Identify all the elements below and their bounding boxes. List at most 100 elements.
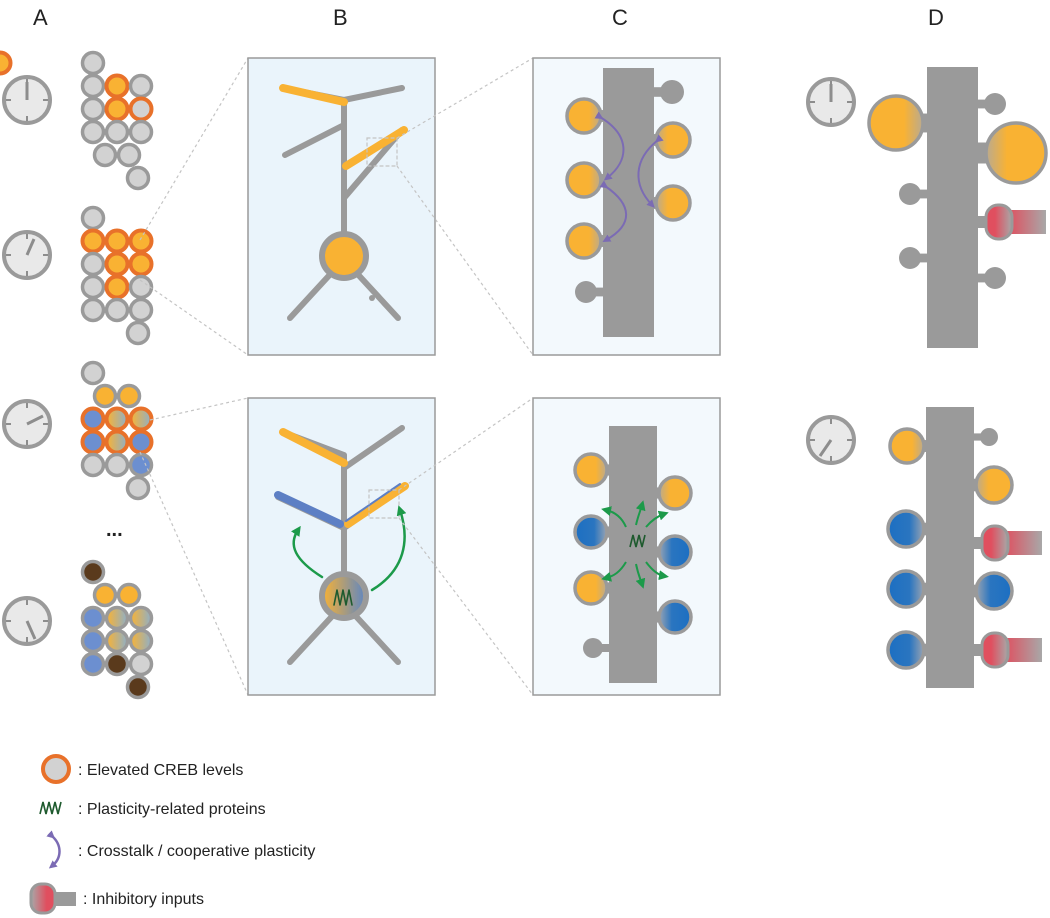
- cell: [128, 605, 154, 631]
- cell: [104, 605, 130, 631]
- cell: [80, 628, 106, 654]
- cell: [104, 452, 130, 478]
- panel-label-c: C: [612, 5, 628, 30]
- crosstalk-arrows: [594, 111, 664, 242]
- cell: [125, 165, 151, 191]
- potentiated-spine: [974, 571, 1014, 611]
- potentiated-spine: [886, 630, 926, 670]
- cell: [80, 205, 106, 231]
- potentiated-spine: [657, 534, 693, 570]
- potentiated-spine: [654, 121, 692, 159]
- creb-cell: [128, 228, 154, 254]
- potentiated-spine: [886, 569, 926, 609]
- silent-spine: [583, 638, 603, 658]
- inhibitory-input-icon: [29, 882, 57, 915]
- cell: [104, 119, 130, 145]
- inhibitory-terminal: [980, 524, 1010, 562]
- silent-spine: [980, 428, 998, 446]
- cell: [104, 297, 130, 323]
- creb-cell: [104, 429, 130, 455]
- creb-cell: [80, 429, 106, 455]
- cell: [125, 674, 151, 700]
- silent-spine: [899, 247, 921, 269]
- silent-spine: [899, 183, 921, 205]
- cell: [104, 628, 130, 654]
- potentiated-spine: [573, 452, 609, 488]
- legend-prp: : Plasticity-related proteins: [39, 801, 266, 818]
- legend-inhibitory-label: : Inhibitory inputs: [83, 891, 204, 908]
- cell: [80, 96, 106, 122]
- potentiated-spine: [573, 570, 609, 606]
- potentiated-spine: [974, 465, 1014, 505]
- creb-cell: [104, 73, 130, 99]
- panel-label-a: A: [33, 5, 48, 30]
- creb-cell: [128, 406, 154, 432]
- creb-cell-icon: [41, 754, 71, 784]
- potentiated-spine: [888, 427, 926, 465]
- clock-icon: [2, 230, 52, 280]
- creb-cell: [128, 429, 154, 455]
- clock-icon: [806, 415, 856, 465]
- cell: [125, 320, 151, 346]
- clock-icon: [2, 75, 52, 125]
- cell: [125, 475, 151, 501]
- potentiated-spine: [657, 599, 693, 635]
- potentiated-spine: [886, 509, 926, 549]
- dendrite-shaft: [603, 68, 654, 337]
- engram-cell-clusters: [0, 50, 154, 700]
- silent-spine: [984, 267, 1006, 289]
- cell: [80, 452, 106, 478]
- creb-cell: [104, 251, 130, 277]
- cell: [80, 297, 106, 323]
- cell: [92, 383, 118, 409]
- cell: [92, 582, 118, 608]
- creb-cell: [104, 228, 130, 254]
- silent-spine: [984, 93, 1006, 115]
- zoom-lines: [396, 57, 534, 696]
- potentiated-spine: [565, 161, 603, 199]
- potentiated-spine: [565, 222, 603, 260]
- zoom-lines: [139, 57, 249, 696]
- legend-creb: : Elevated CREB levels: [41, 754, 243, 784]
- legend-crosstalk-label: : Crosstalk / cooperative plasticity: [78, 843, 315, 860]
- inhibitory-terminal: [984, 203, 1014, 241]
- panel-label-b: B: [333, 5, 348, 30]
- cell: [128, 452, 154, 478]
- cell: [116, 142, 142, 168]
- silent-spine: [660, 80, 684, 104]
- ellipsis: ...: [106, 519, 123, 541]
- creb-cell: [80, 406, 106, 432]
- cell: [128, 651, 154, 677]
- plasticity-protein-arrows: [601, 500, 669, 589]
- potentiated-spine: [565, 97, 603, 135]
- potentiated-spine: [654, 184, 692, 222]
- cell: [128, 73, 154, 99]
- potentiated-spine: [573, 514, 609, 550]
- neuron-top: [279, 84, 408, 321]
- cell: [80, 559, 106, 585]
- dendrite-shaft: [927, 67, 978, 348]
- cell: [128, 628, 154, 654]
- clock-icon: [806, 77, 856, 127]
- legend-creb-label: : Elevated CREB levels: [78, 762, 243, 779]
- creb-cell: [80, 228, 106, 254]
- cell: [80, 119, 106, 145]
- cell: [128, 119, 154, 145]
- dendrite-shaft: [609, 426, 657, 683]
- legend: : Elevated CREB levels : Plasticity-rela…: [29, 754, 315, 915]
- panel-label-d: D: [928, 5, 944, 30]
- creb-cell: [104, 274, 130, 300]
- cell: [128, 297, 154, 323]
- cell: [80, 50, 106, 76]
- creb-cell: [104, 96, 130, 122]
- cell: [128, 274, 154, 300]
- inhibitory-terminal: [980, 631, 1010, 669]
- potentiated-spine: [867, 94, 925, 152]
- neuron-bottom: [274, 425, 409, 665]
- potentiated-spine: [984, 121, 1048, 185]
- cell: [116, 383, 142, 409]
- clock-icon: [2, 596, 52, 646]
- dendrite-shaft: [926, 407, 974, 688]
- legend-inhibitory: : Inhibitory inputs: [29, 882, 204, 915]
